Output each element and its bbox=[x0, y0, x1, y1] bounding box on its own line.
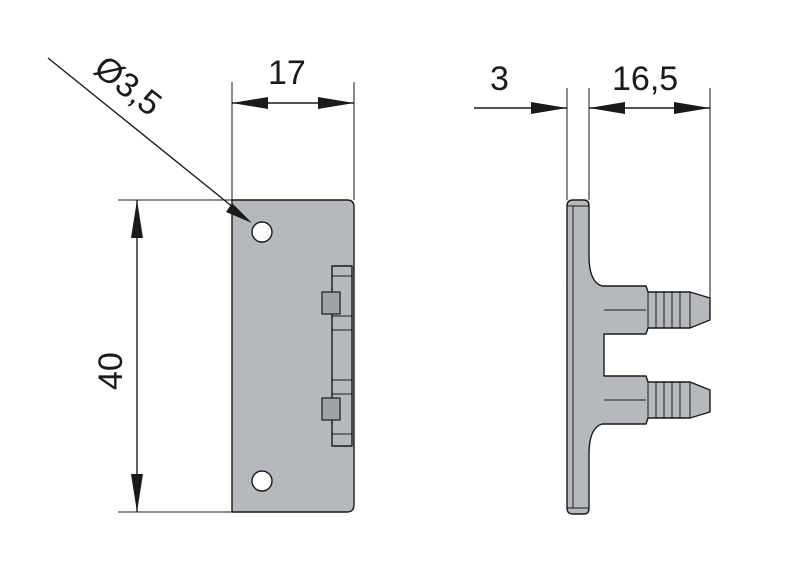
prong-ribs bbox=[604, 292, 691, 418]
front-width-label: 17 bbox=[268, 54, 306, 92]
front-width-dimension bbox=[231, 82, 355, 200]
side-body bbox=[566, 199, 711, 515]
front-plate bbox=[231, 199, 355, 513]
front-height-label: 40 bbox=[92, 352, 130, 390]
hole-diameter-label: Ø3,5 bbox=[87, 48, 168, 123]
side-thickness-label: 3 bbox=[490, 60, 509, 98]
side-depth-label: 16,5 bbox=[612, 60, 678, 98]
diameter-leader bbox=[47, 57, 252, 223]
top-hole bbox=[251, 221, 273, 243]
front-clips bbox=[321, 265, 353, 447]
front-height-dimension bbox=[118, 199, 232, 513]
bottom-hole bbox=[251, 470, 273, 492]
side-thickness-dimension bbox=[474, 88, 711, 298]
side-view bbox=[566, 199, 711, 515]
front-view bbox=[231, 199, 355, 513]
